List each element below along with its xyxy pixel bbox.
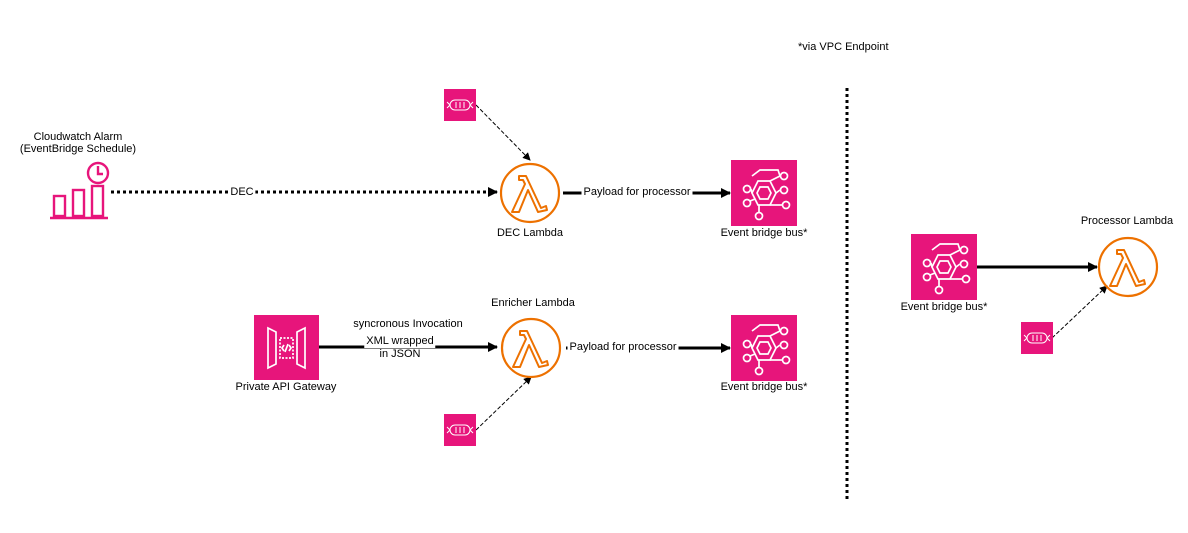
xml-wrapped-label: XML wrapped (364, 335, 436, 348)
payload-edge-label: Payload for processor (581, 186, 693, 199)
queue-icon[interactable] (443, 88, 477, 122)
queue-icon[interactable] (1020, 321, 1054, 355)
sync-invocation-label: syncronous Invocation (353, 318, 463, 330)
enricher-lambda-label: Enricher Lambda (491, 297, 575, 309)
eventbridge-icon[interactable] (730, 159, 798, 227)
lambda-icon[interactable] (499, 162, 561, 224)
xml-wrapped-sublabel: in JSON (379, 348, 421, 360)
edge-queue-to-enricher-lambda (475, 376, 532, 431)
eventbridge-icon[interactable] (910, 233, 978, 301)
edge-queue-to-dec-lambda (475, 104, 531, 161)
edge-queue-to-processor-lambda (1051, 285, 1108, 339)
vpc-endpoint-note: *via VPC Endpoint (798, 41, 889, 53)
cloudwatch-alarm-icon[interactable] (50, 161, 110, 220)
api-gateway-icon[interactable] (254, 315, 319, 380)
api-gateway-label: Private API Gateway (235, 381, 337, 393)
lambda-icon[interactable] (1097, 236, 1159, 298)
lambda-icon[interactable] (500, 317, 562, 379)
cloudwatch-alarm-label: Cloudwatch Alarm (33, 131, 123, 143)
dec-edge-label: DEC (228, 186, 256, 199)
queue-icon[interactable] (443, 413, 477, 447)
event-bus-label: Event bridge bus* (720, 381, 808, 393)
event-bus-label: Event bridge bus* (720, 227, 808, 239)
eventbridge-icon[interactable] (730, 314, 798, 382)
cloudwatch-alarm-sublabel: (EventBridge Schedule) (19, 143, 137, 155)
payload-edge-label: Payload for processor (567, 341, 679, 354)
processor-lambda-label: Processor Lambda (1080, 215, 1174, 227)
event-bus-label: Event bridge bus* (900, 301, 988, 313)
dec-lambda-label: DEC Lambda (496, 227, 564, 239)
